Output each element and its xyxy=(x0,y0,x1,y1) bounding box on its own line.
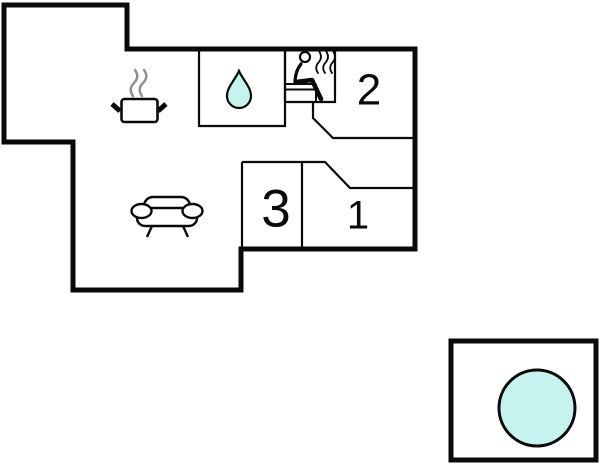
hot-tub-outbuilding xyxy=(448,338,599,463)
room-2-label: 2 xyxy=(357,66,381,115)
house-outer-wall xyxy=(1,2,418,293)
stove-steam-left xyxy=(129,68,139,98)
hot-tub-icon xyxy=(497,368,577,448)
room-3-label: 3 xyxy=(261,180,290,239)
stove-steam-right xyxy=(138,68,148,98)
room-2-wall xyxy=(311,102,415,140)
room-1-label: 1 xyxy=(347,194,369,238)
sofa-leg-right xyxy=(181,225,190,238)
sauna-walls xyxy=(285,49,337,104)
pot-handle-left xyxy=(110,102,122,113)
pot-body xyxy=(120,97,159,124)
stove-icon xyxy=(110,68,168,124)
sauna-person-leg xyxy=(293,77,324,102)
sauna-icon xyxy=(286,50,336,102)
interior-walls xyxy=(197,49,415,248)
sofa-icon xyxy=(130,195,204,238)
room-1-3-top-wall xyxy=(242,160,415,190)
pot-handle-right xyxy=(156,102,168,113)
sauna-person-head xyxy=(298,50,312,64)
sofa-armrest-left xyxy=(130,202,153,220)
sauna-steam xyxy=(315,50,336,74)
water-drop-icon xyxy=(225,68,253,110)
sofa-leg-left xyxy=(145,225,154,238)
sofa-armrest-right xyxy=(181,202,204,220)
